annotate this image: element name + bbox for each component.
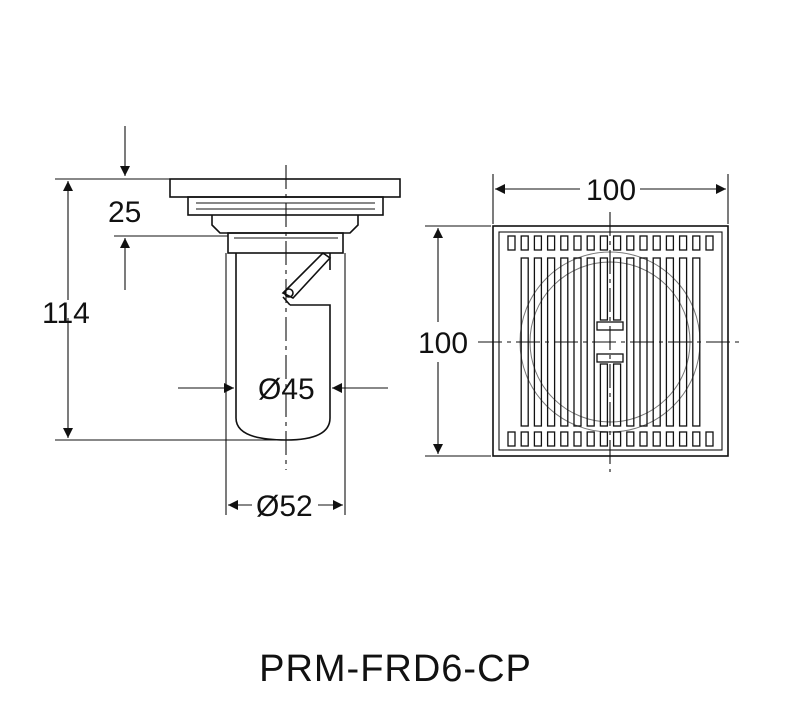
grate-slot <box>665 431 675 447</box>
grate-slot <box>626 235 635 251</box>
grate-slot <box>560 431 569 447</box>
dim-inner-diameter-label: Ø45 <box>258 373 315 406</box>
grate-slot <box>639 235 648 251</box>
grate-slot <box>705 235 714 251</box>
grate-slot <box>639 431 648 447</box>
grate-slot <box>599 363 609 427</box>
grate-slot <box>586 431 595 447</box>
body-collar <box>211 215 359 234</box>
grate-slot <box>560 235 569 251</box>
flap-valve <box>281 251 332 299</box>
grate-slot <box>546 235 556 251</box>
grate-slot <box>507 235 516 251</box>
grate-slot <box>599 431 609 447</box>
grate-slot <box>612 235 622 251</box>
grate-slot <box>652 431 661 447</box>
grate-slot <box>533 431 543 447</box>
grate-slot <box>678 431 688 447</box>
grate-slot <box>612 431 622 447</box>
dim-flange-label: 25 <box>108 196 141 229</box>
grate-slot <box>520 431 529 447</box>
grate-slot <box>573 431 582 447</box>
dim-height-label: 100 <box>418 327 468 360</box>
grate-slot <box>507 431 516 447</box>
grate-slot <box>612 363 622 427</box>
model-code: PRM-FRD6-CP <box>259 648 532 690</box>
grate-slot <box>520 235 529 251</box>
grate-slot <box>596 353 624 363</box>
grate-slot <box>599 235 609 251</box>
grate-slot <box>678 235 688 251</box>
grate-slot <box>652 235 661 251</box>
grate-slot <box>665 235 675 251</box>
dim-outer-diameter-label: Ø52 <box>256 490 313 523</box>
side-view: 25 114 Ø45 Ø52 <box>42 126 401 523</box>
grate-slot <box>599 257 609 321</box>
dim-total-height-label: 114 <box>42 297 90 330</box>
grate-slot <box>573 235 582 251</box>
grate-slot <box>705 431 714 447</box>
top-view: 100 100 <box>418 174 742 472</box>
grate-slot <box>692 431 701 447</box>
grate-slot <box>612 257 622 321</box>
pipe-body <box>235 253 331 441</box>
dim-width-label: 100 <box>586 174 636 207</box>
grate-plate <box>169 178 401 198</box>
valve-hinge <box>284 288 294 298</box>
grate-slot <box>546 431 556 447</box>
grate-slot <box>533 235 543 251</box>
grate-slot <box>586 235 595 251</box>
grate-slot <box>626 431 635 447</box>
grate-slot <box>692 235 701 251</box>
